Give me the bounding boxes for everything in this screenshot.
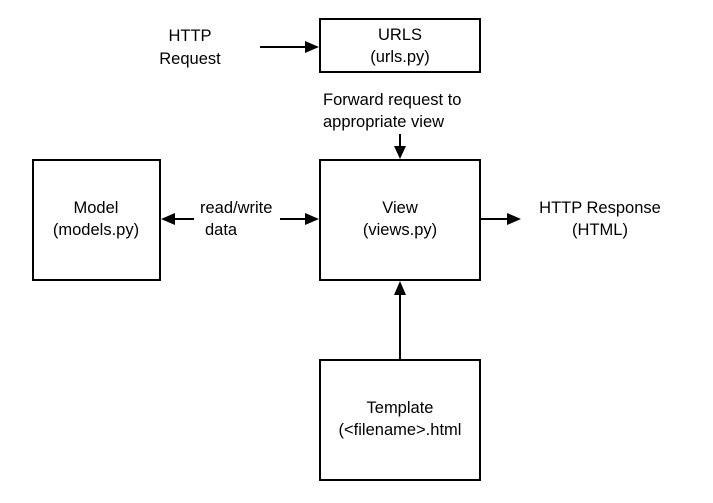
edge-urls-to-view [394,134,406,159]
edge-template-to-view [394,281,406,359]
node-template-title: Template [367,399,434,417]
node-urls: URLS (urls.py) [319,18,481,73]
edge-view-to-response [481,213,521,225]
node-template-box [319,359,481,481]
label-http-response-line1: HTTP Response [539,199,661,217]
edge-view-to-response-arrowhead [507,213,521,225]
node-urls-title: URLS [378,26,422,44]
label-forward-request: Forward request to appropriate view [323,91,461,131]
edge-urls-to-view-arrowhead [394,146,406,159]
edge-model-view-right-arrowhead [305,213,319,225]
node-template-subtitle: (<filename>.html [339,421,462,439]
node-model: Model (models.py) [32,159,161,281]
edge-model-view-left [161,213,194,225]
label-http-response: HTTP Response (HTML) [539,199,661,239]
label-read-write-line1: read/write [200,199,272,217]
node-urls-subtitle: (urls.py) [370,48,430,66]
node-model-title: Model [74,199,119,217]
label-read-write-line2: data [205,221,238,239]
node-urls-box [319,18,481,73]
edge-model-view-right [280,213,319,225]
edge-template-to-view-arrowhead [394,281,406,295]
label-read-write: read/write data [200,199,272,239]
node-view-title: View [382,199,418,217]
label-forward-request-line1: Forward request to [323,91,461,109]
edge-request-to-urls-arrowhead [305,41,319,53]
node-view-box [319,159,481,281]
node-view-subtitle: (views.py) [363,221,437,239]
label-http-request: HTTP Request [159,27,221,68]
label-forward-request-line2: appropriate view [323,113,444,131]
edge-model-view-left-arrowhead [161,213,175,225]
node-model-subtitle: (models.py) [53,221,139,239]
node-model-box [32,159,161,281]
label-http-request-line2: Request [159,50,221,68]
node-view: View (views.py) [319,159,481,281]
edge-request-to-urls [260,41,319,53]
node-template: Template (<filename>.html [319,359,481,481]
label-http-response-line2: (HTML) [572,221,628,239]
label-http-request-line1: HTTP [168,27,211,45]
